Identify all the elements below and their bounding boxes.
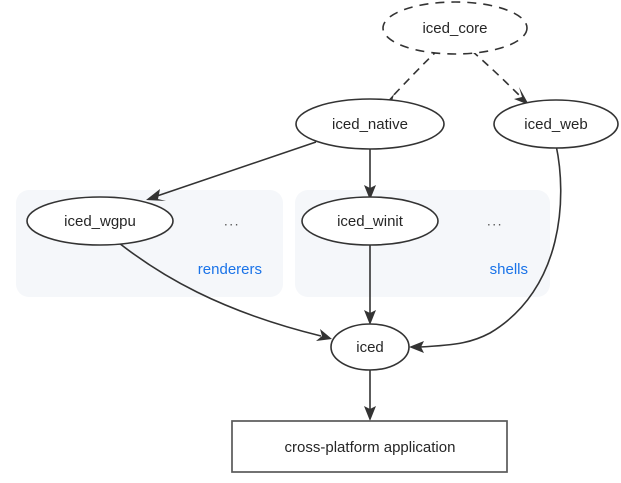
edge-line: [419, 144, 562, 348]
cluster-renderers-label: renderers: [198, 261, 262, 278]
node-iced_core-shape[interactable]: [382, 1, 528, 55]
node-iced_native-label: iced_native: [332, 116, 408, 133]
node-iced_wgpu[interactable]: iced_wgpu: [26, 196, 174, 246]
node-shells-more-label: ...: [487, 213, 503, 229]
node-application[interactable]: cross-platform application: [231, 420, 508, 473]
arrowhead-icon: [364, 185, 376, 200]
node-iced_core-label: iced_core: [422, 20, 487, 37]
arrowhead-icon: [514, 87, 529, 105]
node-iced_winit-shape[interactable]: [301, 196, 439, 246]
node-iced_web[interactable]: iced_web: [493, 99, 619, 149]
node-iced_web-shape[interactable]: [493, 99, 619, 149]
node-iced_wgpu-shape[interactable]: [26, 196, 174, 246]
edge-line: [118, 242, 322, 337]
node-renderers-more-label: ...: [224, 213, 240, 229]
node-iced[interactable]: iced: [330, 323, 410, 371]
node-application-label: cross-platform application: [285, 439, 456, 456]
node-iced_core[interactable]: iced_core: [382, 1, 528, 55]
edge-line: [471, 50, 522, 98]
node-iced_native-shape[interactable]: [295, 98, 445, 150]
edge-iced_wgpu-to-iced: [118, 242, 332, 341]
edge-iced_winit-to-iced: [364, 243, 376, 325]
arrowhead-icon: [364, 310, 376, 325]
node-iced-shape[interactable]: [330, 323, 410, 371]
arrowhead-icon: [364, 406, 376, 421]
node-iced-label: iced: [356, 339, 384, 356]
edge-iced_native-to-iced_wgpu: [146, 141, 317, 201]
node-iced_native[interactable]: iced_native: [295, 98, 445, 150]
node-iced_winit[interactable]: iced_winit: [301, 196, 439, 246]
edge-iced-to-application: [364, 370, 376, 421]
edge-iced_native-to-iced_winit: [364, 145, 376, 200]
node-shells-more: ...: [487, 213, 503, 229]
node-iced_wgpu-label: iced_wgpu: [64, 213, 136, 230]
edge-iced_core-to-iced_web: [471, 50, 529, 105]
node-iced_web-label: iced_web: [524, 116, 587, 133]
cluster-shells-label: shells: [490, 261, 528, 278]
edge-line: [389, 48, 440, 100]
arrowhead-icon: [409, 341, 424, 353]
edge-line: [156, 141, 317, 197]
node-application-shape[interactable]: [231, 420, 508, 473]
edge-iced_web-to-iced: [409, 144, 562, 353]
edge-iced_core-to-iced_native: [382, 48, 440, 107]
arrowhead-icon: [316, 329, 332, 341]
arrowhead-icon: [146, 189, 166, 201]
node-renderers-more: ...: [224, 213, 240, 229]
node-iced_winit-label: iced_winit: [337, 213, 404, 230]
